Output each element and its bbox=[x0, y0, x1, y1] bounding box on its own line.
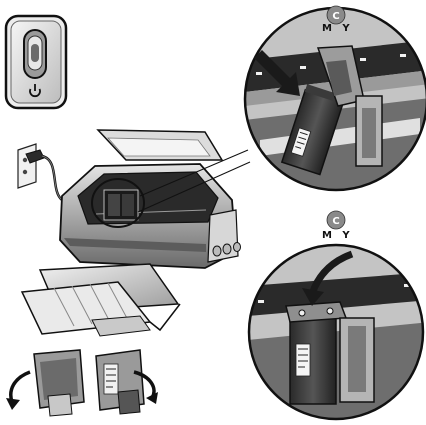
cmy-m-label-top: M bbox=[322, 23, 332, 34]
cmy-y-label-top: Y bbox=[341, 23, 350, 34]
printer-overview bbox=[22, 130, 241, 336]
cmy-y-label-bottom: Y bbox=[341, 230, 350, 241]
cmy-callout-bottom: C M Y bbox=[322, 211, 350, 241]
rotate-arrow-icon bbox=[6, 372, 30, 410]
cartridge-tape-removal bbox=[6, 350, 158, 416]
cmy-c-label-top: C bbox=[332, 11, 339, 22]
cmy-c-label-bottom: C bbox=[332, 216, 339, 227]
power-button-inset bbox=[6, 16, 66, 108]
cartridge-left bbox=[34, 350, 84, 416]
cartridge-insert-detail-top: C M Y bbox=[240, 0, 426, 200]
cartridge-seated-detail-bottom: C M Y bbox=[245, 211, 426, 421]
cmy-m-label-bottom: M bbox=[322, 230, 332, 241]
cartridge-right bbox=[96, 350, 144, 414]
